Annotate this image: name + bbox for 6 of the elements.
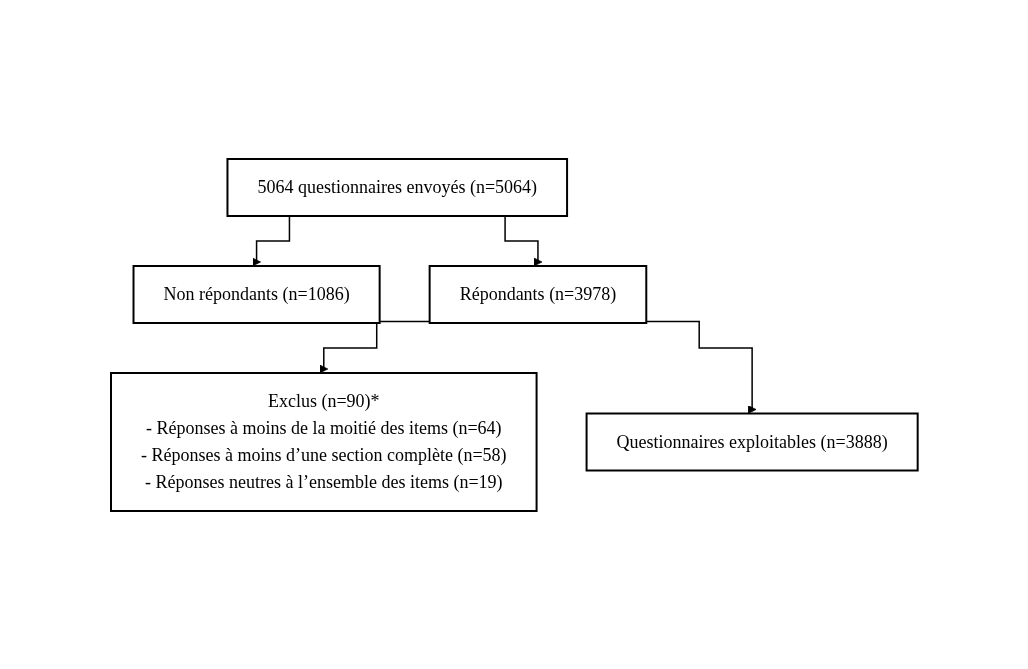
- node-box: Exclus (n=90)* - Réponses à moins de la moitié des items (n=64) - Réponses à moins d’une section complète (n=58) - Réponses neutres à l’ensemble des items (n=19): [109, 371, 538, 512]
- node-box: Répondants (n=3978): [428, 264, 647, 324]
- node-box: Non répondants (n=1086): [132, 264, 381, 324]
- node-box: 5064 questionnaires envoyés (n=5064): [226, 157, 568, 217]
- arrow: [645, 320, 757, 414]
- node-box: Questionnaires exploitables (n=3888): [585, 412, 919, 471]
